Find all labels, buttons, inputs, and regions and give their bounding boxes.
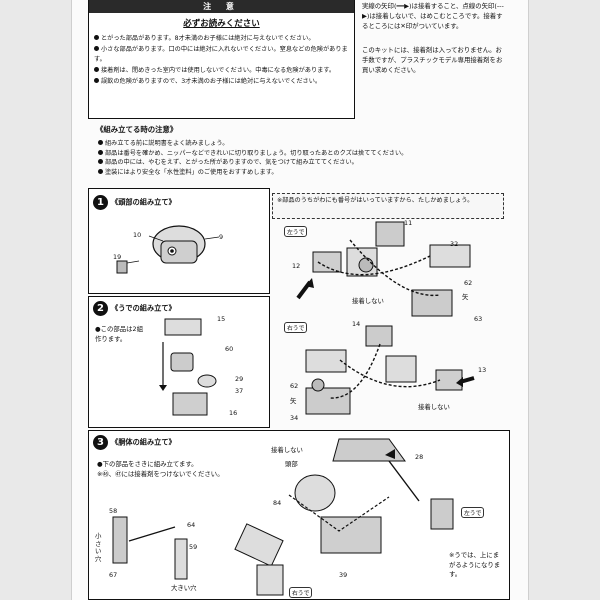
part-number: 59 [189, 543, 198, 551]
step2-panel: 2《うでの組み立て》 ●この部品は2組作ります。 15 60 29 37 16 [88, 296, 270, 428]
step1-number: 1 [93, 195, 108, 210]
assembly-note-item: 塗装にはより安全な「水性塗料」のご使用をおすすめします。 [98, 168, 508, 178]
step3-number: 3 [93, 435, 108, 450]
right-arm-label: 右うで [289, 587, 313, 598]
big-hole-label: 大きい穴 [171, 584, 197, 592]
part-number: 10 [133, 231, 142, 239]
step3-note: ※㊻、㊼には接着剤をつけないでください。 [97, 470, 224, 478]
part-number: 9 [219, 233, 224, 241]
caution-item: 小さな部品があります。口の中には絶対に入れないでください。窒息などの危険がありま… [94, 45, 348, 63]
symbol-legend-note: 実線の矢印(━━▶)は接着すること、点線の矢印(‐‐‐▶)は接着しないで、はめこ… [362, 0, 507, 78]
part-number: 13 [478, 366, 487, 374]
caution-header: 注 意 [89, 0, 354, 13]
step3-panel: 3《胴体の組み立て》 ●下の部品をさきに組み立てます。 ※㊻、㊼には接着剤をつけ… [88, 430, 510, 600]
part-number: 58 [109, 507, 118, 515]
must-read-heading: 必ずお読みください [183, 19, 260, 29]
part-number: 84 [273, 499, 282, 507]
part-number: 16 [229, 409, 238, 417]
left-arm-label: 左うで [461, 507, 485, 518]
part-number: 28 [415, 453, 424, 461]
assembly-notes-title: 《組み立てる時の注意》 [96, 125, 178, 134]
assembly-note-item: 部品は番号を確かめ、ニッパーなどできれいに切り取りましょう。切り取ったあとのクズ… [98, 149, 508, 159]
part-number: 19 [113, 253, 122, 261]
part-number: 12 [292, 262, 301, 270]
step2-note: ●この部品は2組作ります。 [95, 325, 143, 343]
part-number: 39 [339, 571, 348, 579]
arm-part-note: ※部品のうちがわにも番号がはいっていますから、たしかめましょう。 [272, 193, 504, 219]
head-diagram [116, 225, 220, 274]
arm-bend-note: ※うでは、上にまがるようになります。 [449, 551, 501, 579]
no-glue-label: 接着しない [352, 297, 384, 305]
assembly-note-item: 部品の中には、やむをえず、とがった所がありますので、気をつけて組み立ててください… [98, 158, 508, 168]
part-number: 62 [290, 382, 299, 390]
part-number: 67 [109, 571, 118, 579]
small-hole-label: 小さい穴 [95, 532, 102, 564]
bullet-icon [98, 159, 103, 165]
part-number: 14 [352, 320, 361, 328]
part-number: 34 [290, 414, 299, 422]
part-number: 32 [450, 240, 459, 248]
part-number: 15 [217, 315, 226, 323]
part-number: 63 [474, 315, 483, 323]
bullet-icon [94, 77, 99, 83]
torso-diagram [112, 438, 454, 596]
head-label: 頭部 [285, 460, 298, 468]
part-number: 64 [187, 521, 196, 529]
step2-number: 2 [93, 301, 108, 316]
glue-note: このキットには、接着剤は入っておりません。お手数ですが、プラスチックモデル専用接… [362, 45, 503, 74]
arm-assembly-diagram [159, 318, 217, 416]
step1-title: 1《頭部の組み立て》 [93, 195, 176, 210]
assembly-notes: 《組み立てる時の注意》 組み立てる前に説明書をよく読みましょう。 部品は番号を確… [88, 120, 508, 186]
bullet-icon [94, 66, 99, 72]
bullet-icon [98, 149, 103, 155]
caution-box: 注 意 必ずお読みください とがった部品があります。8才未満のお子様には絶対に与… [88, 0, 355, 119]
caution-item: 接着剤は、閉めきった室内では使用しないでください。中毒になる危険があります。 [94, 66, 349, 76]
left-arm-label: 左うで [284, 226, 308, 237]
caution-list: とがった部品があります。8才未満のお子様には絶対に与えないでください。 小さな部… [94, 34, 349, 88]
right-arm-label: 右うで [284, 322, 308, 333]
step2-title: 2《うでの組み立て》 [93, 301, 176, 316]
part-number: 60 [225, 345, 234, 353]
bullet-icon [98, 140, 103, 145]
part-number: 29 [235, 375, 244, 383]
arrow-label: 矢 [462, 293, 469, 301]
arrow-label: 矢 [290, 397, 297, 405]
part-number: 62 [464, 279, 473, 287]
no-glue-label: 接着しない [271, 446, 303, 454]
caution-item: とがった部品があります。8才未満のお子様には絶対に与えないでください。 [94, 34, 349, 44]
assembly-note-item: 組み立てる前に説明書をよく読みましょう。 [98, 139, 508, 149]
step1-panel: 1《頭部の組み立て》 10 9 19 [88, 188, 270, 294]
step3-note: ●下の部品をさきに組み立てます。 [97, 460, 198, 468]
bullet-icon [94, 45, 99, 51]
step3-title: 3《胴体の組み立て》 [93, 435, 176, 450]
part-number: 11 [404, 219, 413, 227]
arrow-legend: 実線の矢印(━━▶)は接着すること、点線の矢印(‐‐‐▶)は接着しないで、はめこ… [362, 2, 504, 30]
caution-item: 誤飲の危険がありますので、3才未満のお子様には絶対に与えないでください。 [94, 77, 349, 87]
part-number: 37 [235, 387, 244, 395]
bullet-icon [98, 168, 103, 174]
bullet-icon [94, 35, 99, 40]
no-glue-label: 接着しない [418, 403, 450, 411]
